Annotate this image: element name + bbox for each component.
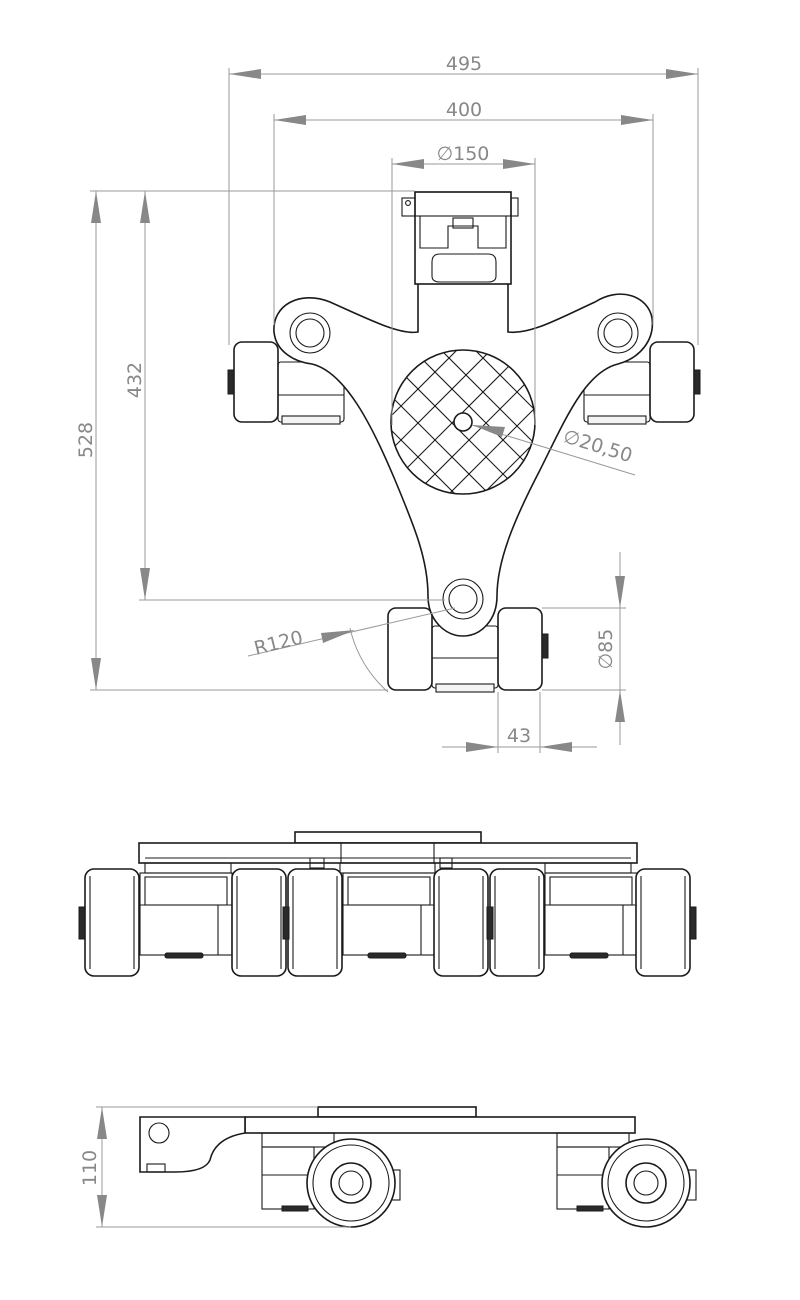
left-wheel-unit — [227, 341, 345, 425]
side-turntable — [317, 1106, 477, 1118]
tow-bracket — [401, 191, 519, 285]
dim-turntable-diameter: ∅150 — [437, 143, 490, 165]
front-turntable — [294, 831, 482, 844]
dim-length-pivot: 432 — [124, 362, 146, 398]
side-plate — [244, 1116, 636, 1134]
top-view: 495 400 ∅150 528 432 ∅20,50 R120 ∅85 43 — [75, 53, 701, 753]
side-view: 110 — [79, 1106, 697, 1228]
dim-radius: R120 — [252, 627, 305, 660]
front-view — [78, 831, 697, 977]
dim-wheel-offset: 43 — [507, 725, 531, 747]
dim-hole-diameter: ∅20,50 — [561, 425, 635, 467]
dim-length-overall: 528 — [75, 422, 97, 458]
dim-width-wheels: 400 — [446, 99, 482, 121]
right-pivot-boss — [597, 312, 639, 354]
front-pivot-boss — [442, 578, 484, 620]
dim-wheel-diameter: ∅85 — [595, 629, 617, 670]
front-plate — [138, 842, 638, 864]
top-view-dimensions — [90, 68, 699, 753]
front-view-wheels — [84, 868, 691, 977]
side-right-wheel — [601, 1138, 691, 1228]
side-tow-bracket — [139, 1116, 246, 1173]
front-wheel-unit — [387, 607, 549, 693]
left-pivot-boss — [289, 312, 331, 354]
side-view-dimensions — [96, 1106, 351, 1228]
dim-width-overall: 495 — [446, 53, 482, 75]
dim-height: 110 — [79, 1150, 101, 1186]
side-left-wheel — [306, 1138, 396, 1228]
